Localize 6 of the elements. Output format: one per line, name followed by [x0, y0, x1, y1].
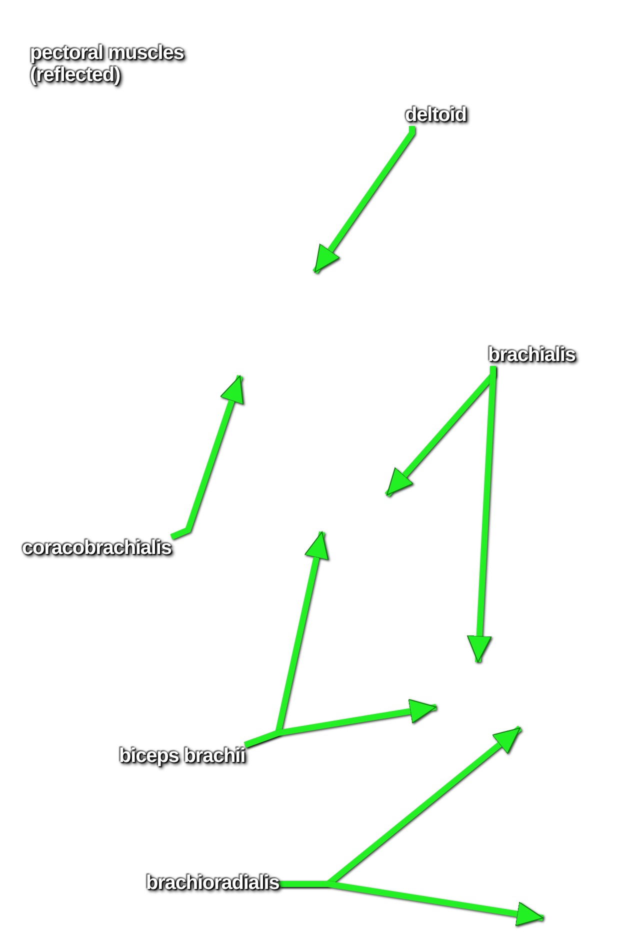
arrow	[244, 698, 436, 748]
muscle-label: biceps brachii	[119, 745, 246, 767]
muscle-label: deltoid	[405, 104, 466, 126]
arrow	[312, 126, 415, 274]
note-label: pectoral muscles (reflected)	[30, 42, 230, 86]
arrow	[170, 375, 244, 540]
